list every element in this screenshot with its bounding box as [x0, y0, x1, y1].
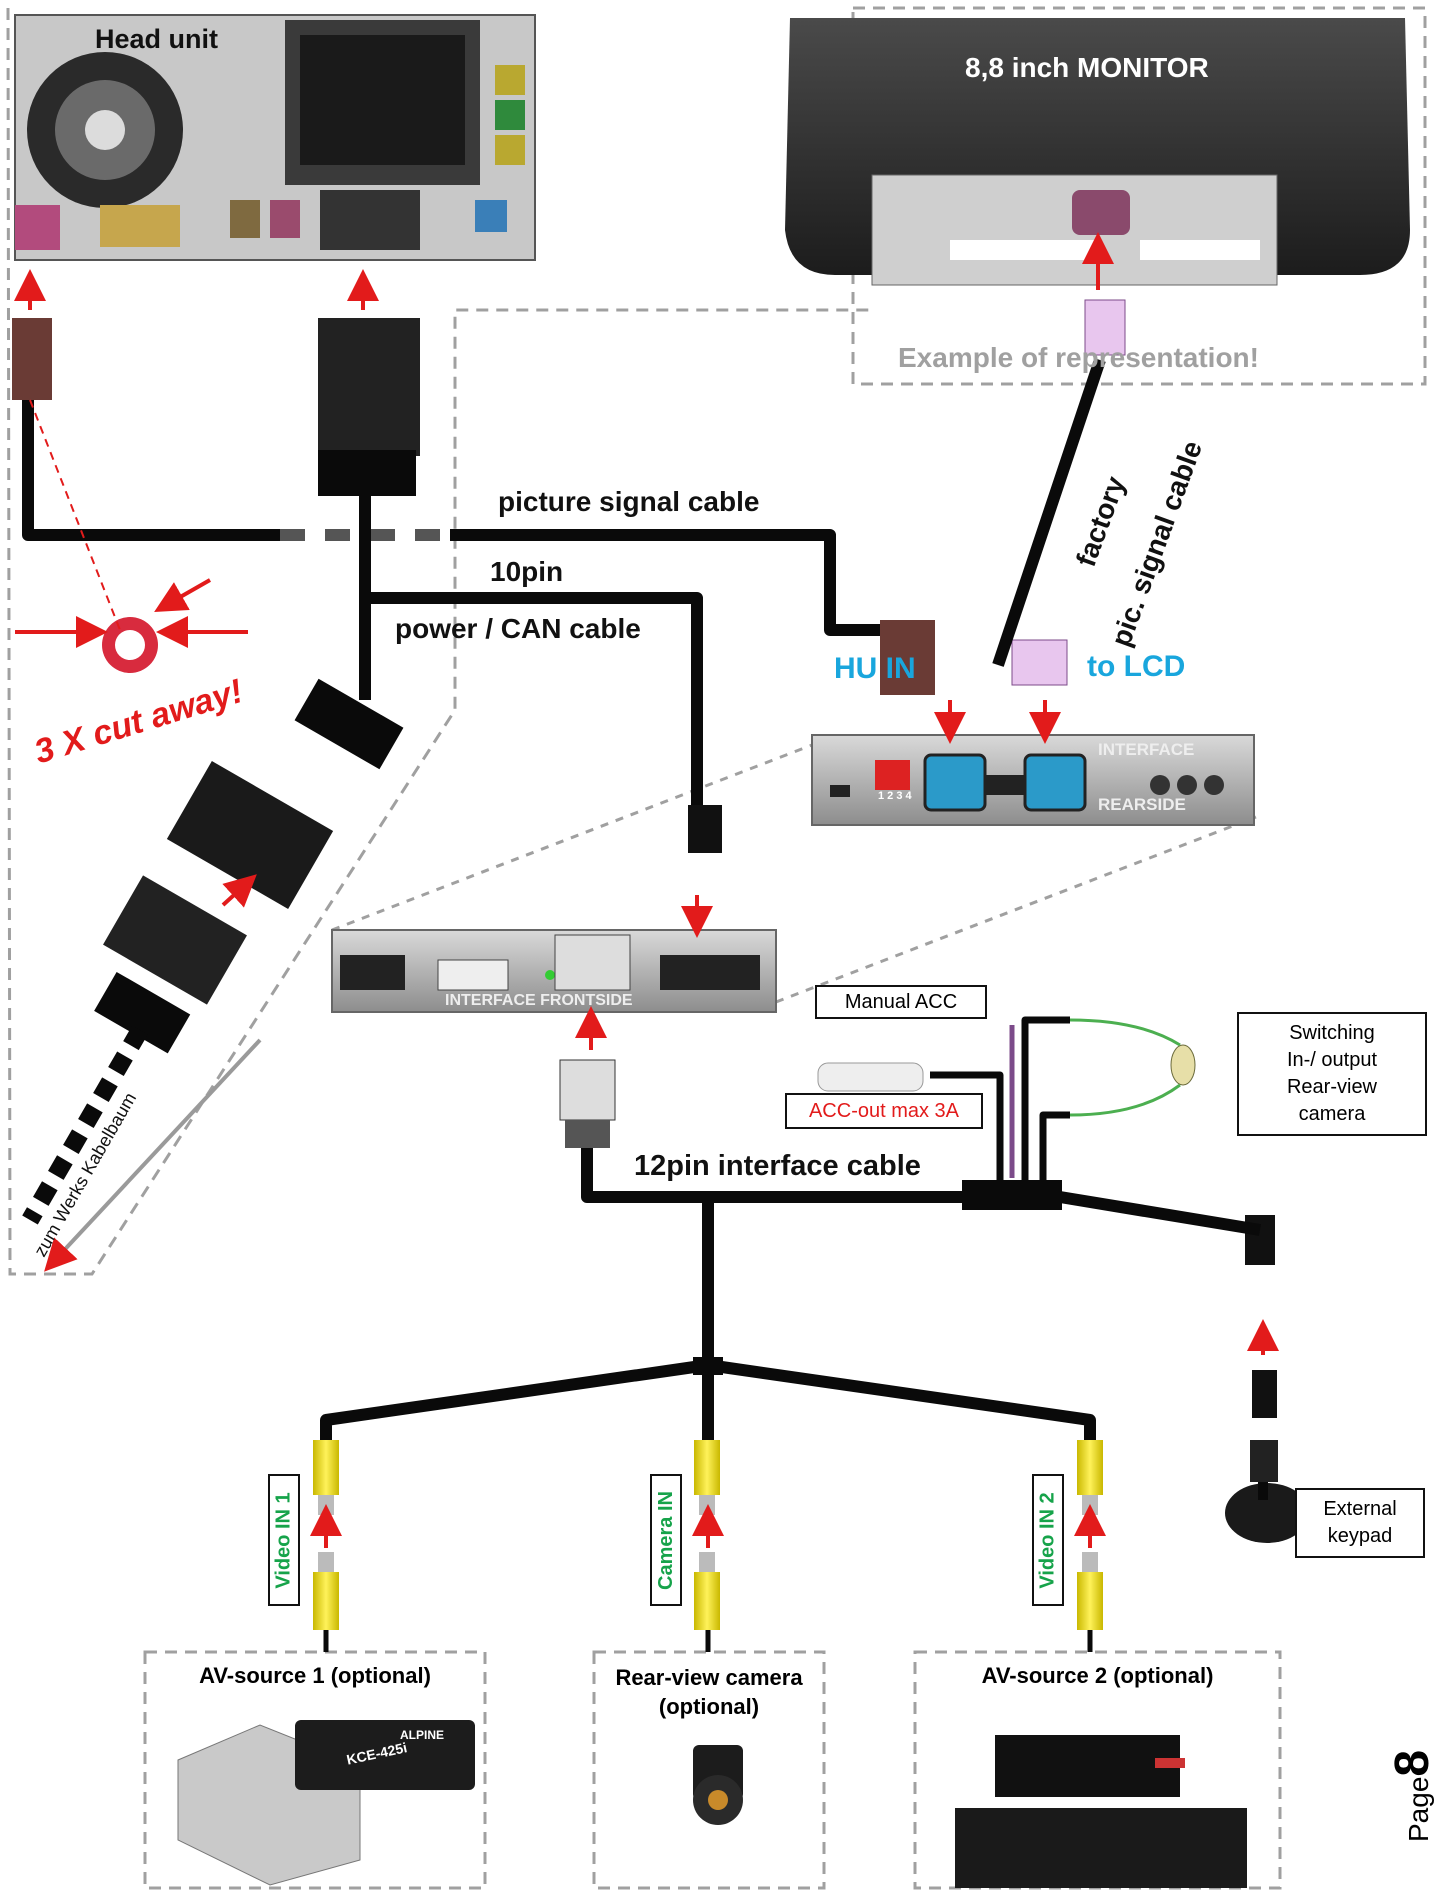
rca-right	[707, 1359, 1096, 1440]
interface-rear-label-2: REARSIDE	[1098, 795, 1186, 814]
camera-in-box: Camera IN	[650, 1474, 682, 1606]
left-region-outline	[6, 7, 870, 1276]
av-source-devices	[177, 1720, 1247, 1888]
to-lcd-label: to LCD	[1087, 650, 1186, 683]
tenpin-label: 10pin	[490, 556, 564, 587]
rca-left	[320, 1359, 709, 1440]
cables	[22, 358, 1268, 1652]
twelvepin-cable	[581, 1148, 1261, 1236]
picture-signal-cable	[450, 529, 880, 636]
green-switch-wire	[1069, 1018, 1181, 1117]
page-number: 8	[1386, 1749, 1436, 1777]
av-source2-label: AV-source 2 (optional)	[981, 1663, 1214, 1688]
manual-acc-box: Manual ACC	[815, 985, 987, 1019]
monitor	[785, 18, 1410, 286]
video-in2-label: Video IN 2	[1036, 1491, 1059, 1589]
switching-box: Switching In-/ output Rear-view camera	[1237, 1012, 1427, 1136]
power-can-cable	[365, 592, 703, 805]
picture-cable-label: picture signal cable	[498, 486, 760, 517]
av-source1-outline	[143, 1650, 487, 1890]
monitor-label: 8,8 inch MONITOR	[965, 52, 1209, 83]
interface-front-label: INTERFACE FRONTSIDE	[445, 992, 633, 1009]
switch-wire-bottom	[1039, 1111, 1070, 1185]
power-can-label: power / CAN cable	[395, 613, 641, 644]
alpine-label: ALPINE	[400, 1728, 445, 1742]
video-in1-label: Video IN 1	[272, 1491, 295, 1589]
projection-line-2	[775, 815, 1257, 1004]
example-note: Example of representation!	[898, 342, 1259, 373]
video-in1-box: Video IN 1	[268, 1474, 300, 1606]
hu-in-label: HU IN	[834, 652, 916, 685]
acc-out-wire	[930, 1071, 1004, 1185]
rear-camera-label: Rear-view camera (optional)	[615, 1665, 803, 1719]
head-unit	[14, 14, 536, 261]
connectors	[12, 299, 1309, 1543]
video-in2-box: Video IN 2	[1032, 1474, 1064, 1606]
rca-splitter	[693, 1357, 723, 1375]
interface-frontside	[331, 929, 777, 1013]
werks-dashed-arrow	[22, 1025, 148, 1225]
page-word: Page	[1403, 1776, 1434, 1842]
acc-out-box: ACC-out max 3A	[785, 1093, 983, 1129]
factory-cable	[992, 358, 1106, 667]
camera-outline	[592, 1650, 826, 1890]
cut-dashed-line	[29, 399, 121, 631]
dip-numbers: 1 2 3 4	[878, 790, 912, 802]
camera-in-label: Camera IN	[654, 1490, 677, 1590]
av-source1-label: AV-source 1 (optional)	[199, 1663, 431, 1688]
projection-line-1	[331, 743, 813, 932]
cable-hu-left	[22, 400, 280, 541]
switch-wire-top	[1021, 1016, 1070, 1185]
interface-rear-label-1: INTERFACE	[1098, 740, 1195, 759]
page-indicator: Page8	[1385, 1750, 1436, 1842]
head-unit-label: Head unit	[95, 24, 219, 54]
werks-gray-line	[44, 1038, 262, 1272]
twelvepin-splitter	[962, 1180, 1062, 1210]
external-keypad-box: External keypad	[1295, 1488, 1425, 1558]
twelvepin-label: 12pin interface cable	[634, 1150, 921, 1182]
interface-rearside	[811, 734, 1255, 826]
red-arrows	[14, 232, 1279, 1548]
